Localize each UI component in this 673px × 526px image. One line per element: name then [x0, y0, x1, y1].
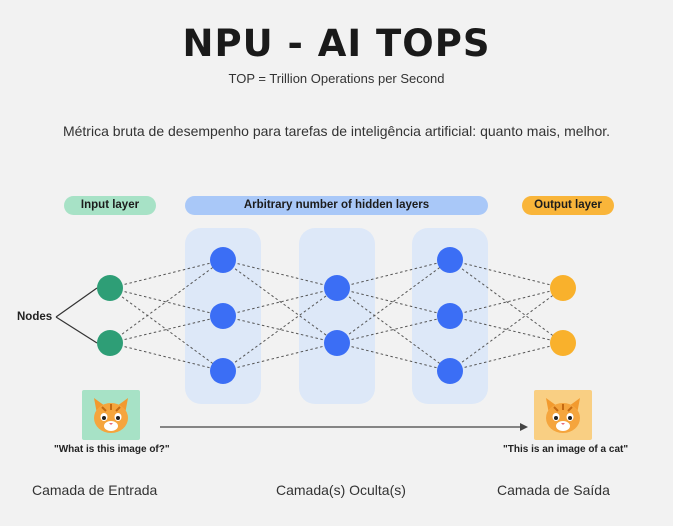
network-edge [222, 259, 338, 344]
page-title: NPU - AI TOPS [182, 22, 491, 65]
network-edge [222, 259, 338, 289]
hidden-node [210, 303, 236, 329]
network-edge [109, 342, 224, 372]
hidden-layer-label: Camada(s) Oculta(s) [276, 482, 406, 498]
nodes-pointer-line [55, 316, 98, 344]
network-edge [109, 259, 224, 344]
page-description: Métrica bruta de desempenho para tarefas… [62, 123, 611, 139]
hidden-layers-pill: Arbitrary number of hidden layers [185, 196, 488, 215]
nodes-pointer-line [55, 287, 98, 318]
input-layer-label: Camada de Entrada [32, 482, 158, 498]
hidden-node [210, 247, 236, 273]
node-pointer-lines [55, 287, 98, 344]
hidden-node [437, 247, 463, 273]
output-node [550, 275, 576, 301]
hidden-layer-panel-2 [299, 228, 375, 404]
network-edge [449, 315, 564, 344]
nodes-label: Nodes [17, 311, 53, 323]
network-edges [109, 259, 564, 372]
network-edge [336, 287, 451, 372]
network-edge [222, 342, 338, 372]
input-cat-image [82, 390, 140, 440]
network-edge [109, 287, 224, 372]
network-edge [336, 342, 451, 372]
input-caption: "What is this image of?" [54, 444, 170, 455]
output-layer-pill: Output layer [522, 196, 614, 215]
network-edge [109, 287, 224, 317]
hidden-node [210, 358, 236, 384]
input-layer-pill: Input layer [64, 196, 156, 215]
network-edge [109, 259, 224, 289]
network-edge [449, 259, 564, 344]
arrow-head-icon [520, 423, 528, 431]
network-edge [336, 287, 451, 317]
network-nodes [97, 247, 576, 384]
page-subtitle: TOP = Trillion Operations per Second [228, 71, 445, 86]
output-cat-image [534, 390, 592, 440]
output-node [550, 330, 576, 356]
network-edge [336, 259, 451, 289]
hidden-node [437, 303, 463, 329]
cat-face-icon [546, 398, 580, 433]
network-edge [109, 315, 224, 344]
output-caption: "This is an image of a cat" [503, 444, 629, 455]
network-edge [222, 287, 338, 372]
output-layer-label: Camada de Saída [497, 482, 610, 498]
hidden-node [324, 330, 350, 356]
network-edge [449, 342, 564, 372]
network-edge [449, 287, 564, 372]
network-edge [336, 259, 451, 344]
cat-face-icon [94, 398, 128, 433]
hidden-node [324, 275, 350, 301]
flow-arrow [160, 423, 528, 431]
input-node [97, 275, 123, 301]
network-edge [449, 259, 564, 289]
hidden-node [437, 358, 463, 384]
network-edge [336, 315, 451, 344]
input-node [97, 330, 123, 356]
network-edge [449, 287, 564, 317]
